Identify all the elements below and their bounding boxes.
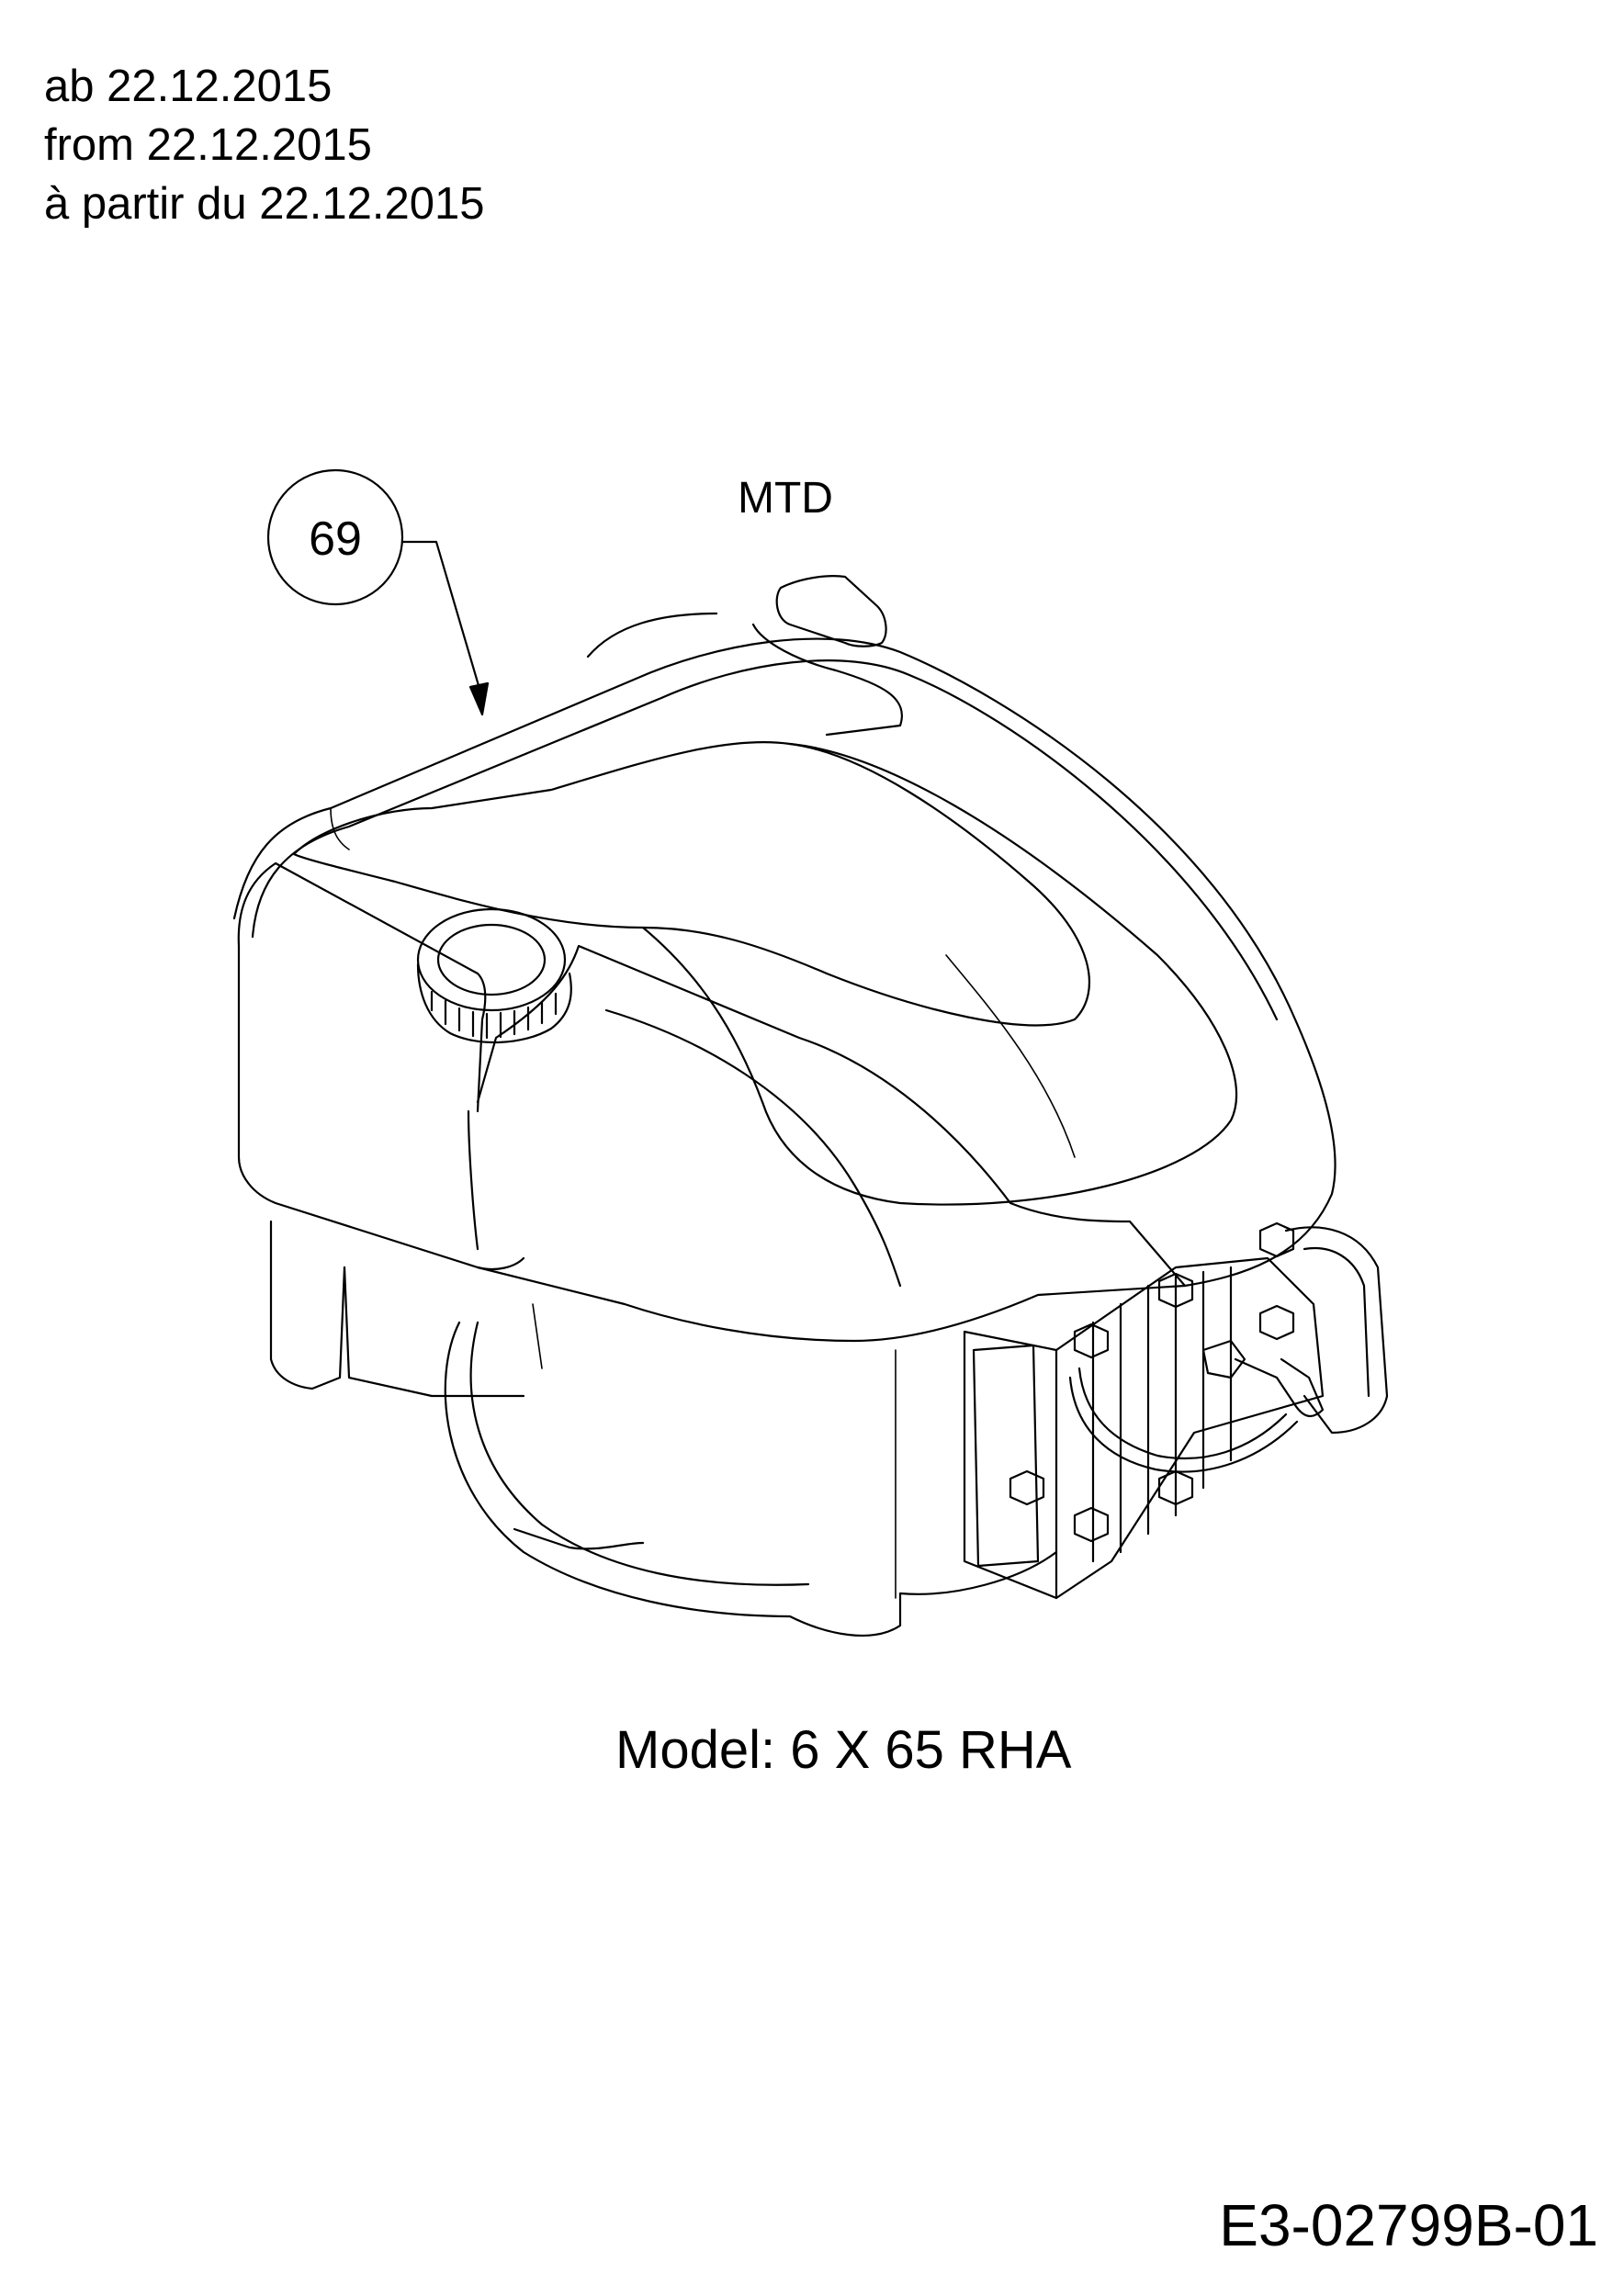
top-handle-lip — [588, 613, 716, 657]
crankcase-skirt — [471, 1322, 808, 1585]
bolts — [1010, 1223, 1293, 1541]
crankcase-rim — [514, 1529, 643, 1548]
callout-balloon — [268, 470, 402, 604]
validity-dates: ab 22.12.2015 from 22.12.2015 à partir d… — [44, 57, 484, 233]
document-reference: E3-02799B-01 — [1219, 2192, 1598, 2258]
cylinder-fins — [1093, 1267, 1231, 1561]
shroud-raised-panel — [643, 744, 1236, 1205]
ignition-coil — [974, 1345, 1038, 1566]
fuel-cap-grip — [418, 964, 571, 1042]
shroud-fold-line — [606, 1010, 900, 1286]
shroud-front-face — [478, 946, 1185, 1286]
fuel-tank-lower — [271, 1221, 344, 1389]
model-label: Model: 6 X 65 RHA — [615, 1720, 1072, 1780]
crankcase-base — [445, 1322, 1056, 1636]
spark-plug — [1203, 1341, 1245, 1378]
top-handle — [777, 576, 886, 647]
shroud-top-panel — [294, 742, 1089, 1025]
callout-number: 69 — [309, 512, 362, 566]
fuel-tank-step — [344, 1267, 524, 1396]
shroud-outline — [234, 639, 1336, 1341]
fuel-tank-side — [239, 946, 524, 1269]
shroud-inner-rim — [253, 660, 1277, 1019]
shading-lines — [331, 808, 1075, 1598]
leader-arrowhead — [470, 683, 488, 715]
ignition-wire — [1079, 1368, 1286, 1458]
brand-label: MTD — [738, 474, 833, 523]
ignition-wire-2 — [1070, 1378, 1297, 1472]
callout-69[interactable]: 69 — [268, 470, 488, 715]
validity-date-en: from 22.12.2015 — [44, 120, 372, 170]
fuel-cap-inner — [438, 925, 545, 995]
cylinder-fins-frame — [1056, 1258, 1323, 1598]
engine-illustration — [234, 576, 1387, 1636]
exhaust-cover-inner — [1304, 1248, 1369, 1396]
leader-line — [402, 542, 482, 698]
top-handle-base — [753, 625, 902, 735]
validity-date-de: ab 22.12.2015 — [44, 62, 333, 111]
fuel-cap-ridges — [432, 992, 556, 1038]
fuel-tank-front — [239, 863, 485, 1111]
spark-plug-boot — [1235, 1359, 1323, 1416]
shroud-chin — [468, 1111, 478, 1249]
validity-date-fr: à partir du 22.12.2015 — [44, 179, 485, 229]
exhaust-cover — [1286, 1227, 1387, 1433]
fuel-cap-top — [418, 909, 565, 1010]
